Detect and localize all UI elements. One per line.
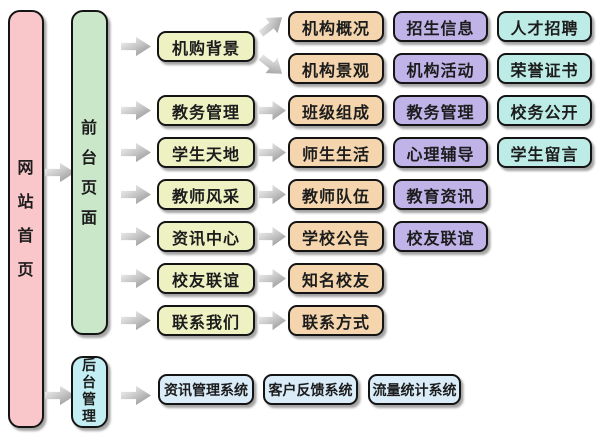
node-sub-contact-info: 联系方式 bbox=[288, 305, 384, 336]
node-menu-news-center: 资讯中心 bbox=[157, 221, 255, 252]
node-menu-academic-affairs: 教务管理 bbox=[157, 95, 255, 126]
node-site-home: 网 站 首 页 bbox=[8, 10, 44, 428]
arrow-right-icon bbox=[121, 36, 151, 57]
arrow-right-icon bbox=[259, 100, 286, 121]
node-sub-campus-life: 师生生活 bbox=[288, 137, 384, 168]
arrow-right-icon bbox=[259, 268, 286, 289]
node-sub-admissions-info: 招生信息 bbox=[393, 11, 488, 42]
arrow-right-icon bbox=[121, 184, 151, 205]
node-backend-admin: 后 台 管 理 bbox=[71, 356, 108, 428]
node-sub-org-scenery: 机构景观 bbox=[288, 53, 384, 84]
arrow-right-icon bbox=[121, 226, 151, 247]
node-sub-psych-counseling: 心理辅导 bbox=[393, 137, 488, 168]
node-menu-alumni-association: 校友联谊 bbox=[157, 263, 255, 294]
node-sub-student-messages: 学生留言 bbox=[497, 137, 592, 168]
node-menu-contact-us: 联系我们 bbox=[157, 305, 255, 336]
node-frontend-pages: 前 台 页 面 bbox=[71, 10, 108, 335]
node-sub-education-news: 教育资讯 bbox=[393, 179, 488, 210]
node-sub-academic-management: 教务管理 bbox=[393, 95, 488, 126]
arrow-right-icon bbox=[121, 100, 151, 121]
node-menu-teacher-style: 教师风采 bbox=[157, 179, 255, 210]
node-sub-school-announcements: 学校公告 bbox=[288, 221, 384, 252]
arrow-right-icon bbox=[121, 268, 151, 289]
arrow-right-icon bbox=[121, 310, 151, 331]
node-menu-student-world: 学生天地 bbox=[157, 137, 255, 168]
arrow-up-right-icon bbox=[254, 9, 288, 42]
node-system-traffic-stats: 流量统计系统 bbox=[368, 374, 461, 405]
node-sub-school-affairs-public: 校务公开 bbox=[497, 95, 592, 126]
node-sub-class-composition: 班级组成 bbox=[288, 95, 384, 126]
arrow-right-icon bbox=[259, 142, 286, 163]
arrow-right-icon bbox=[259, 310, 286, 331]
node-sub-famous-alumni: 知名校友 bbox=[288, 263, 384, 294]
node-sub-honor-certificates: 荣誉证书 bbox=[497, 53, 592, 84]
arrow-down-right-icon bbox=[254, 49, 288, 82]
node-sub-org-overview: 机构概况 bbox=[288, 11, 384, 42]
node-system-news-management: 资讯管理系统 bbox=[158, 374, 254, 405]
node-sub-teacher-team: 教师队伍 bbox=[288, 179, 384, 210]
node-sub-org-activities: 机构活动 bbox=[393, 53, 488, 84]
node-sub-alumni-association: 校友联谊 bbox=[393, 221, 488, 252]
node-menu-org-background: 机购背景 bbox=[157, 31, 255, 62]
arrow-right-icon bbox=[259, 226, 286, 247]
arrow-right-icon bbox=[259, 184, 286, 205]
arrow-right-icon bbox=[121, 385, 151, 406]
arrow-right-icon bbox=[121, 142, 151, 163]
node-sub-recruitment: 人才招聘 bbox=[497, 11, 592, 42]
node-system-customer-feedback: 客户反馈系统 bbox=[263, 374, 358, 405]
